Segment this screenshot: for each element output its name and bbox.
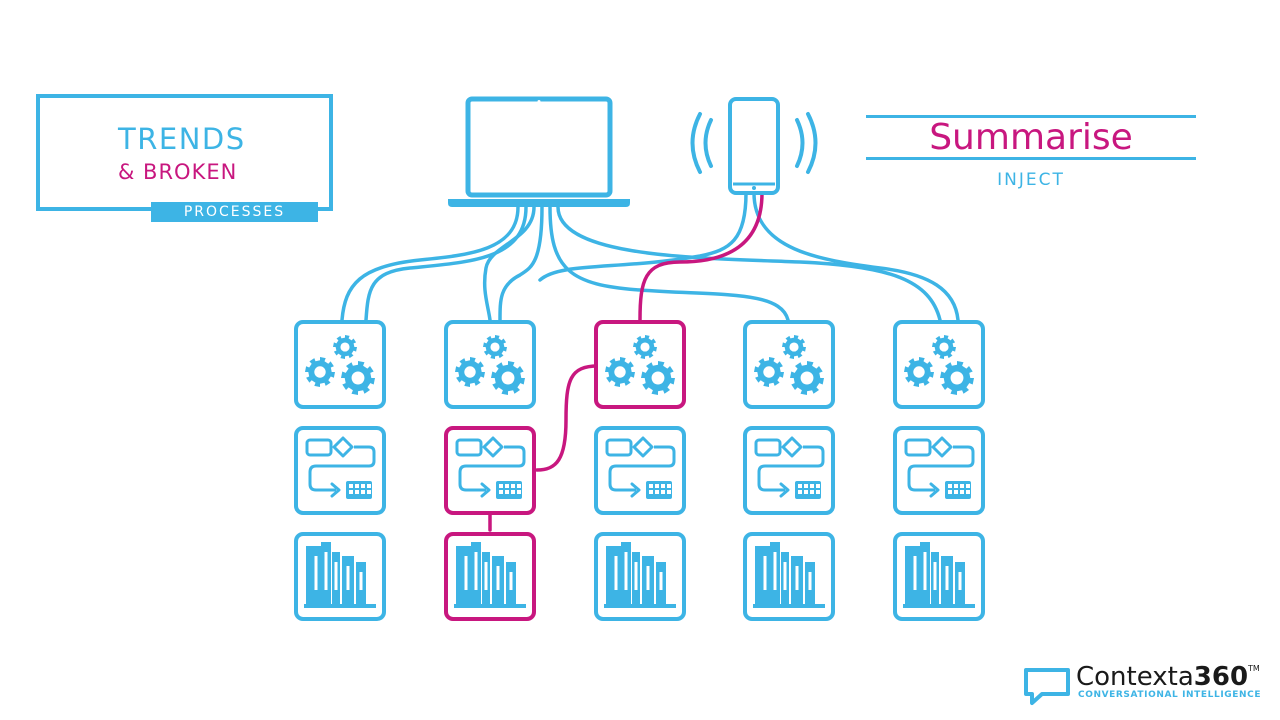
inject-subtitle: INJECT <box>997 170 1065 190</box>
trends-title: TRENDS <box>118 122 246 156</box>
gears-icon <box>455 335 525 395</box>
connector-line <box>556 205 942 322</box>
summarise-bottom-rule <box>866 157 1196 160</box>
connector-line <box>498 205 544 322</box>
library-icon <box>304 542 376 608</box>
connector-line <box>482 205 536 322</box>
gears-icon <box>904 335 974 395</box>
logo-number: 360 <box>1193 662 1249 692</box>
connector-line <box>548 205 790 322</box>
connector-line <box>538 191 748 282</box>
workflow-icon <box>754 436 825 499</box>
signal-wave-icon <box>795 118 805 168</box>
tile-library-col2 <box>444 532 536 621</box>
laptop-icon <box>448 96 630 207</box>
gears-icon <box>754 335 824 395</box>
tile-workflow-col3 <box>594 426 686 515</box>
tile-gears-col2 <box>444 320 536 409</box>
logo-tagline: CONVERSATIONAL INTELLIGENCE <box>1078 690 1262 700</box>
broken-subtitle: & BROKEN <box>118 160 238 184</box>
tile-workflow-col4 <box>743 426 835 515</box>
library-icon <box>604 542 676 608</box>
workflow-icon <box>455 436 526 499</box>
summarise-title: Summarise <box>929 117 1133 158</box>
smartphone-icon <box>690 97 818 195</box>
tile-workflow-col1 <box>294 426 386 515</box>
speech-bubble-icon <box>1024 668 1070 705</box>
tile-library-col3 <box>594 532 686 621</box>
signal-wave-icon <box>703 118 713 168</box>
tile-gears-col4 <box>743 320 835 409</box>
library-icon <box>753 542 825 608</box>
tile-workflow-col2 <box>444 426 536 515</box>
connector-line <box>752 191 960 322</box>
highlighted-connector-line <box>638 191 764 322</box>
tile-gears-col1 <box>294 320 386 409</box>
connector-line <box>340 205 520 322</box>
tile-gears-col5 <box>893 320 985 409</box>
connection-lines <box>340 191 960 532</box>
tile-gears-col3 <box>594 320 686 409</box>
signal-wave-icon <box>690 112 702 174</box>
processes-tag: PROCESSES <box>151 202 318 222</box>
workflow-icon <box>305 436 376 499</box>
tile-library-col1 <box>294 532 386 621</box>
workflow-icon <box>904 436 975 499</box>
devices <box>448 96 818 207</box>
workflow-icon <box>605 436 676 499</box>
tile-library-col4 <box>743 532 835 621</box>
library-icon <box>903 542 975 608</box>
logo-trademark: TM <box>1248 664 1260 673</box>
logo-wordmark: Contexta360 <box>1076 662 1248 692</box>
gears-icon <box>305 335 375 395</box>
process-tiles <box>294 320 985 621</box>
summarise-top-rule <box>866 115 1196 118</box>
tile-library-col5 <box>893 532 985 621</box>
library-icon <box>454 542 526 608</box>
highlighted-connector-line <box>535 364 600 472</box>
signal-wave-icon <box>806 112 818 174</box>
gears-icon <box>605 335 675 395</box>
logo-name: Contexta <box>1076 662 1194 692</box>
tile-workflow-col5 <box>893 426 985 515</box>
